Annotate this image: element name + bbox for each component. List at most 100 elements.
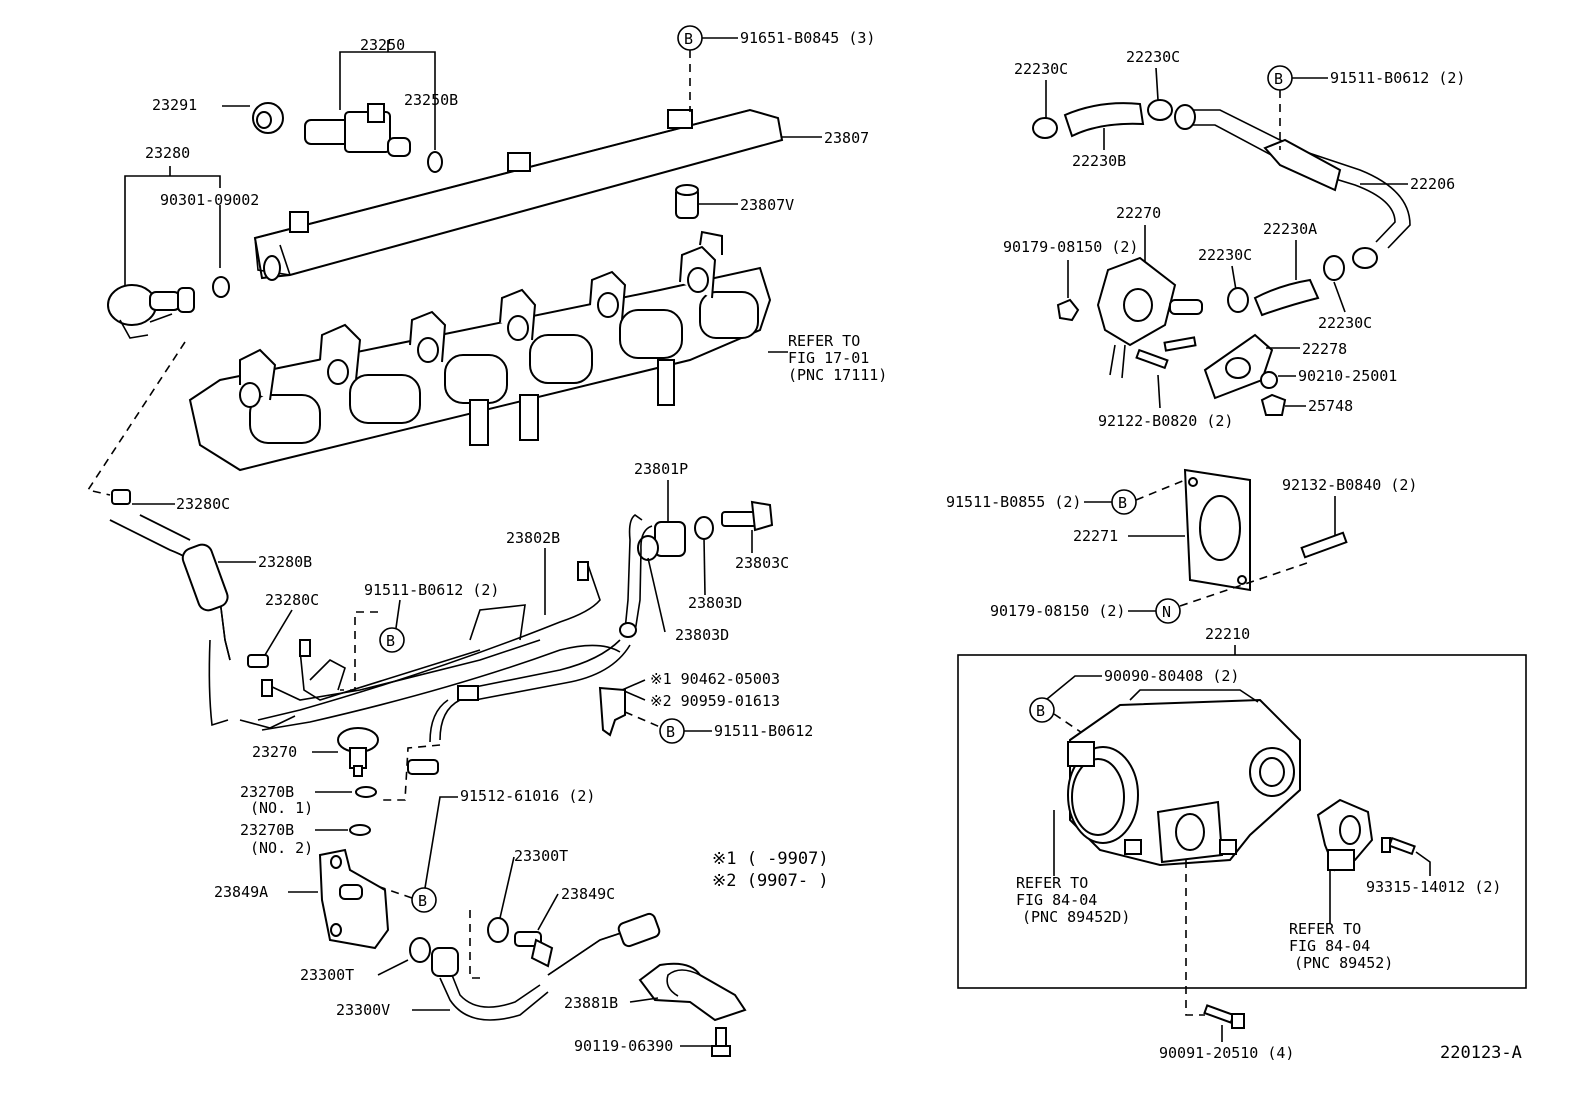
label-22230C-1: 22230C: [1014, 60, 1068, 78]
union-bolt-icon: [721, 500, 774, 532]
label-refer-17-01-line2: FIG 17-01: [788, 349, 869, 367]
gasket-icon: [409, 937, 431, 963]
fuel-hose-icon: [431, 912, 661, 1021]
label-90179-08150-n: 90179-08150 (2): [990, 602, 1125, 620]
damper-icon: [675, 184, 699, 219]
marker-b-letter: B: [418, 892, 427, 910]
label-refer-84-04a-line3: (PNC 89452D): [1022, 908, 1130, 926]
label-no2: (NO. 2): [250, 839, 313, 857]
pulsation-damper-icon: [337, 727, 379, 777]
clip-icon: [111, 489, 131, 505]
intake-manifold-icon: [188, 230, 772, 472]
gasket-icon: [487, 917, 509, 943]
label-22271: 22271: [1073, 527, 1118, 545]
label-23291: 23291: [152, 96, 197, 114]
delivery-pipe-icon: [253, 108, 784, 281]
label-22230C-2: 22230C: [1126, 48, 1180, 66]
label-23280C-lower: 23280C: [265, 591, 319, 609]
union-bolt-icon: [514, 931, 554, 968]
marker-b: [411, 887, 437, 913]
label-23280B: 23280B: [258, 553, 312, 571]
marker-b-letter: B: [1274, 70, 1283, 88]
diagram-code: 220123-A: [1440, 1043, 1522, 1063]
grommet-icon: [252, 102, 284, 134]
label-refer-84-04b-line1: REFER TO: [1289, 920, 1361, 938]
gasket-icon: [349, 824, 371, 836]
label-23881B: 23881B: [564, 994, 618, 1012]
gasket-icon: [1203, 333, 1274, 400]
label-23300V: 23300V: [336, 1001, 390, 1019]
label-23300T-lower: 23300T: [300, 966, 354, 984]
label-22278: 22278: [1302, 340, 1347, 358]
label-90119-06390: 90119-06390: [574, 1037, 673, 1055]
label-refer-84-04b-line3: (PNC 89452): [1294, 954, 1393, 972]
hose-clamp-icon: [1147, 99, 1173, 121]
throttle-body-icon: [1067, 689, 1301, 867]
vacuum-hose-icon: [109, 514, 231, 727]
throttle-body-assembly-box: [957, 654, 1527, 989]
pipe-clamp-icon: [638, 962, 747, 1022]
label-92132-B0840: 92132-B0840 (2): [1282, 476, 1417, 494]
union-fitting-icon: [637, 516, 714, 561]
pressure-regulator-icon: [107, 284, 195, 339]
o-ring-icon: [427, 151, 443, 173]
bracket-icon: [318, 848, 390, 950]
hose-icon: [1063, 102, 1145, 138]
label-23270B-no1: 23270B: [240, 783, 294, 801]
label-no1: (NO. 1): [250, 799, 313, 817]
label-25748: 25748: [1308, 397, 1353, 415]
label-refer-84-04b-line2: FIG 84-04: [1289, 937, 1370, 955]
label-refer-84-04a-line1: REFER TO: [1016, 874, 1088, 892]
label-22230A: 22230A: [1263, 220, 1317, 238]
clip-icon: [247, 654, 269, 668]
gasket-icon: [355, 786, 377, 798]
fuel-pipe-icon: [239, 561, 621, 731]
marker-b: [379, 627, 405, 653]
marker-b-letter: B: [386, 632, 395, 650]
marker-n-letter: N: [1162, 603, 1171, 621]
note-1-range: ※1 ( -9907): [712, 849, 829, 869]
label-90210-25001: 90210-25001: [1298, 367, 1397, 385]
water-pipe-icon: [1174, 104, 1411, 269]
marker-b-letter: B: [666, 723, 675, 741]
label-92122-B0820: 92122-B0820 (2): [1098, 412, 1233, 430]
bracket-icon: [598, 686, 626, 737]
label-refer-17-01-line3: (PNC 17111): [788, 366, 887, 384]
label-22210: 22210: [1205, 625, 1250, 643]
fuel-injector-icon: [304, 103, 411, 157]
label-91511-B0855: 91511-B0855 (2): [946, 493, 1081, 511]
label-23280C-upper: 23280C: [176, 495, 230, 513]
label-23300T-upper: 23300T: [514, 847, 568, 865]
marker-b-letter: B: [684, 30, 693, 48]
label-23807V: 23807V: [740, 196, 794, 214]
note-2-range: ※2 (9907- ): [712, 871, 829, 891]
label-23250: 23250: [360, 36, 405, 54]
nut-icon: [1056, 298, 1080, 322]
throttle-position-sensor-icon: [1316, 798, 1374, 872]
hose-clamp-icon: [407, 759, 439, 775]
label-93315-14012: 93315-14012 (2): [1366, 878, 1501, 896]
label-23803C: 23803C: [735, 554, 789, 572]
label-22206: 22206: [1410, 175, 1455, 193]
label-22230C-3: 22230C: [1198, 246, 1252, 264]
label-22230B: 22230B: [1072, 152, 1126, 170]
label-91511-B0612-right: 91511-B0612 (2): [1330, 69, 1465, 87]
label-23270B-no2: 23270B: [240, 821, 294, 839]
hose-clamp-icon: [1032, 117, 1058, 139]
label-23803D-upper: 23803D: [688, 594, 742, 612]
label-23803D-lower: 23803D: [675, 626, 729, 644]
label-90090-80408: 90090-80408 (2): [1104, 667, 1239, 685]
label-23807: 23807: [824, 129, 869, 147]
label-90179-08150-a: 90179-08150 (2): [1003, 238, 1138, 256]
label-91651-B0845: 91651-B0845 (3): [740, 29, 875, 47]
label-note2-90959-01613: ※2 90959-01613: [650, 692, 780, 710]
hose-clamp-icon: [1227, 287, 1249, 313]
label-23849A: 23849A: [214, 883, 268, 901]
label-90091-20510: 90091-20510 (4): [1159, 1044, 1294, 1062]
label-23250B: 23250B: [404, 91, 458, 109]
air-valve-icon: [1096, 256, 1203, 379]
label-23802B: 23802B: [506, 529, 560, 547]
stud-bolt-icon: [1300, 531, 1348, 559]
bolt-icon: [711, 1027, 731, 1057]
marker-b: [1029, 697, 1055, 723]
